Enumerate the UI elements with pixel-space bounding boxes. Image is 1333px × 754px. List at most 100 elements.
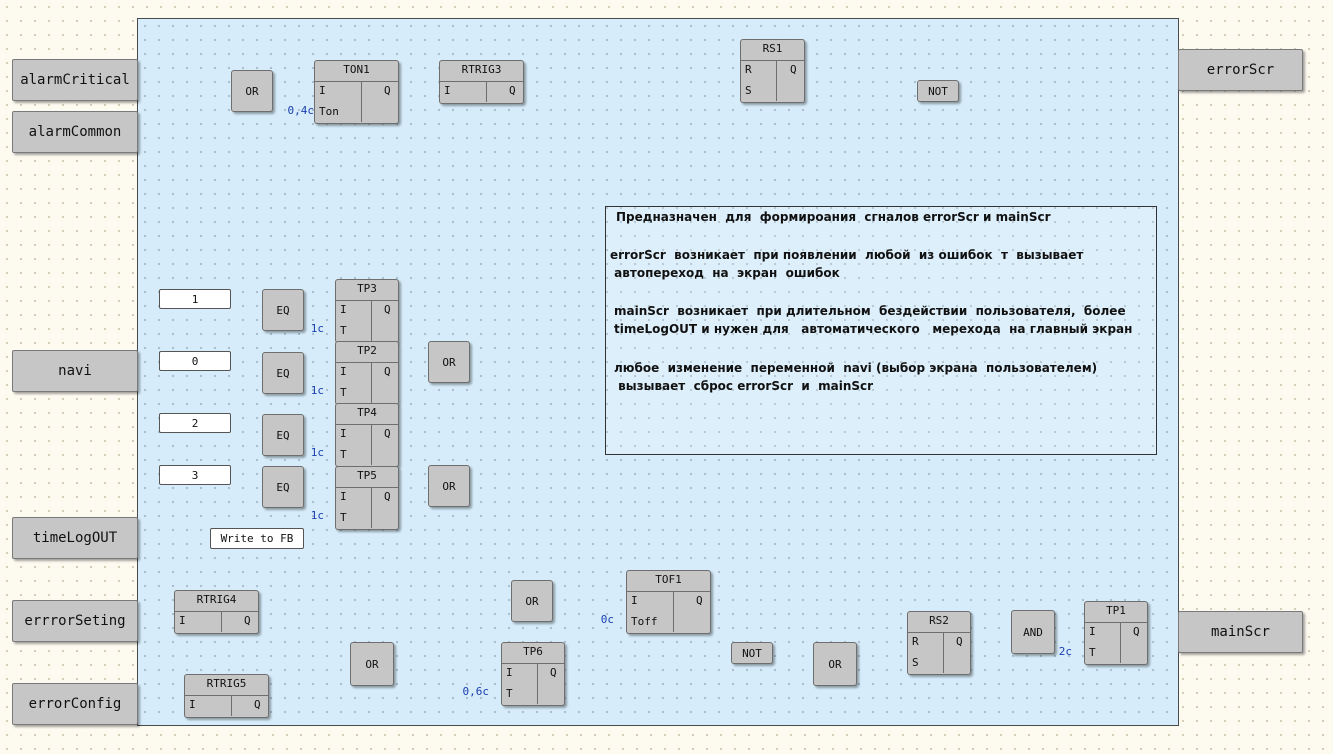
pin-label: T (340, 511, 347, 524)
and-gate[interactable]: AND (1011, 610, 1055, 654)
block-divider (361, 81, 362, 122)
gate-label: OR (365, 657, 379, 671)
or-gate-errors[interactable]: OR (350, 642, 394, 686)
block-title: RS2 (929, 614, 949, 627)
block-divider (908, 632, 970, 633)
output-errorScr[interactable]: errorScr (1178, 49, 1303, 91)
block-divider (185, 695, 268, 696)
pin-label: I (340, 427, 347, 440)
comment-line-4: mainScr возникает при длительном бездейс… (614, 304, 1126, 318)
constant-2[interactable]: 2 (159, 413, 231, 433)
input-label: navi (58, 363, 92, 379)
output-label: mainScr (1210, 624, 1270, 640)
block-divider (175, 611, 258, 612)
preset-value: 1c (310, 322, 324, 335)
block-divider (336, 487, 398, 488)
block-title: TOF1 (655, 573, 682, 586)
constant-1[interactable]: 1 (159, 289, 231, 309)
comment-line-6: любое изменение переменной navi (выбор э… (614, 361, 1098, 375)
block-title: RTRIG4 (196, 593, 237, 606)
comment-line-1: Предназначен для формироания сгналов err… (616, 210, 1051, 224)
write-to-fb[interactable]: Write to FB (210, 528, 304, 549)
pin-label: T (1089, 646, 1096, 659)
pin-label: Q (384, 365, 391, 378)
eq-gate-2[interactable]: EQ (262, 414, 304, 456)
gate-label: OR (245, 84, 259, 98)
eq-gate-3[interactable]: EQ (262, 466, 304, 508)
pin-label: S (745, 84, 752, 97)
pin-label: I (444, 84, 451, 97)
constant-3[interactable]: 3 (159, 465, 231, 485)
pin-label: R (912, 635, 919, 648)
constant-value: 1 (191, 292, 199, 306)
pin-label: Ton (319, 105, 339, 118)
comment-line-2: errorScr возникает при появлении любой и… (610, 248, 1084, 262)
input-alarmCommon[interactable]: alarmCommon (12, 111, 138, 153)
block-divider (943, 632, 944, 673)
gate-label: OR (525, 594, 539, 608)
pin-label: I (340, 365, 347, 378)
block-divider (673, 591, 674, 632)
block-title: TP2 (357, 344, 377, 357)
output-mainScr[interactable]: mainScr (1178, 611, 1303, 653)
preset-value: 0,4c (287, 104, 315, 117)
comment-box[interactable]: Предназначен для формироания сгналов err… (605, 206, 1157, 455)
input-label: errrorSeting (24, 613, 126, 629)
pin-label: I (340, 303, 347, 316)
write-to-fb-label: Write to FB (220, 532, 294, 545)
input-navi[interactable]: navi (12, 350, 138, 392)
input-alarmCritical[interactable]: alarmCritical (12, 59, 138, 101)
or-gate-tp4-tp5[interactable]: OR (428, 465, 470, 507)
block-title: RTRIG5 (206, 677, 247, 690)
not-gate-tof1[interactable]: NOT (731, 642, 773, 664)
pin-label: Q (509, 84, 516, 97)
block-title: TP5 (357, 469, 377, 482)
preset-value: 0,6c (462, 685, 490, 698)
or-gate-tp3-tp2[interactable]: OR (428, 341, 470, 383)
block-divider (502, 663, 564, 664)
constant-value: 0 (191, 354, 199, 368)
block-divider (486, 81, 487, 102)
constant-value: 3 (191, 468, 199, 482)
or-gate-alarms[interactable]: OR (231, 70, 273, 112)
block-title: TP1 (1106, 604, 1126, 617)
or-gate-reset[interactable]: OR (813, 642, 857, 686)
block-divider (371, 362, 372, 403)
input-errorConfig[interactable]: errorConfig (12, 683, 138, 725)
input-timeLogOUT[interactable]: timeLogOUT (12, 517, 138, 559)
pin-label: Q (384, 490, 391, 503)
input-label: errorConfig (28, 696, 122, 712)
block-title: RTRIG3 (461, 63, 502, 76)
pin-label: Q (790, 63, 797, 76)
or-gate-navi[interactable]: OR (511, 580, 553, 622)
input-errrorSeting[interactable]: errrorSeting (12, 600, 138, 642)
eq-gate-1[interactable]: EQ (262, 289, 304, 331)
constant-0[interactable]: 0 (159, 351, 231, 371)
preset-value: 1c (310, 384, 324, 397)
pin-label: I (1089, 625, 1096, 638)
preset-value: 0c (600, 613, 614, 626)
block-title: TP4 (357, 406, 377, 419)
block-divider (371, 487, 372, 528)
eq-gate-0[interactable]: EQ (262, 352, 304, 394)
pin-label: I (319, 84, 326, 97)
pin-label: Q (1133, 625, 1140, 638)
pin-label: I (631, 594, 638, 607)
pin-label: I (506, 666, 513, 679)
not-gate-rs1[interactable]: NOT (917, 80, 959, 102)
preset-value: 1c (310, 509, 324, 522)
pin-label: Q (384, 84, 391, 97)
